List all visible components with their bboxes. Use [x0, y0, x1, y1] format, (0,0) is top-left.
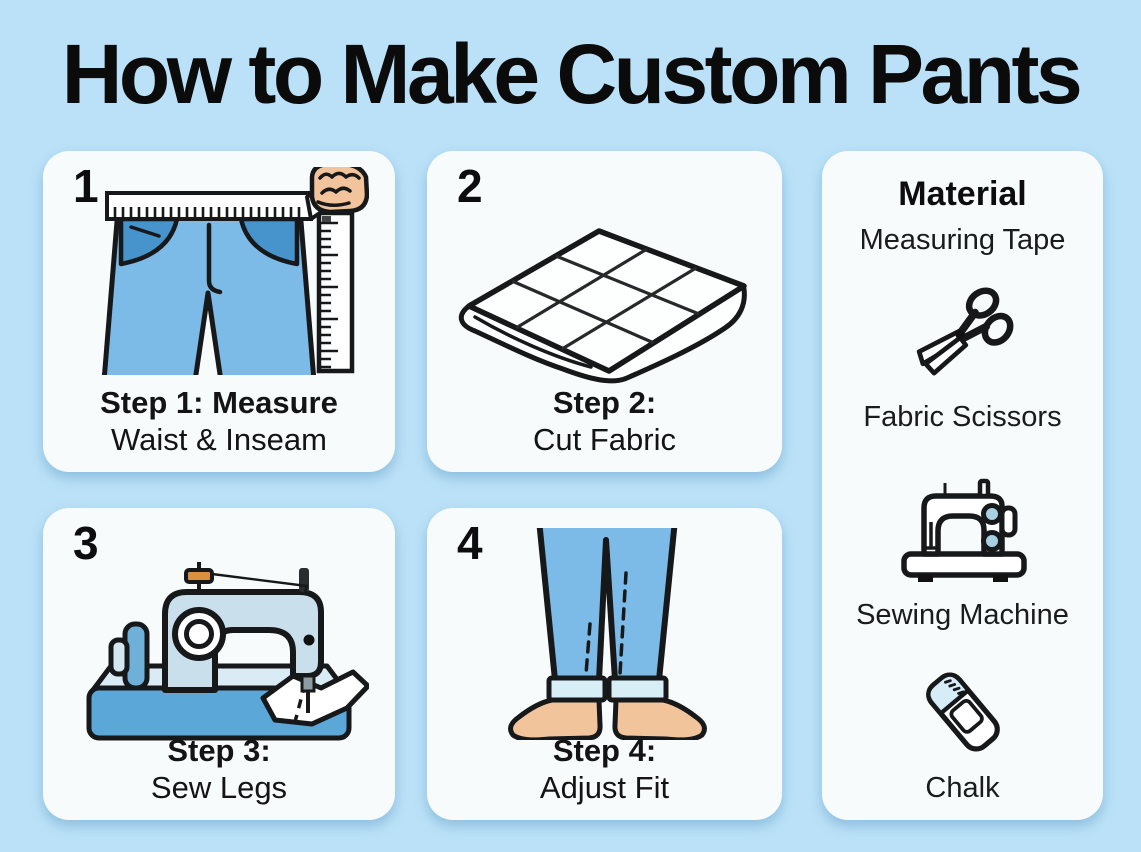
pant-legs-illustration	[455, 528, 755, 740]
step-caption-regular: Cut Fabric	[533, 422, 676, 457]
step-caption-bold: Step 2:	[552, 385, 657, 420]
step-card-2: 2 Step 2: Cut Fabric	[427, 151, 782, 472]
step-caption-regular: Waist & Inseam	[111, 422, 327, 457]
step-caption-bold: Step 1: Measure	[100, 385, 338, 420]
material-item-measuring-tape: Measuring Tape	[859, 224, 1066, 256]
material-item-fabric-scissors: Fabric Scissors	[863, 401, 1062, 433]
material-item-chalk: Chalk	[925, 772, 1000, 804]
scissors-icon	[907, 277, 1019, 389]
step-caption: Step 1: Measure Waist & Inseam	[43, 384, 395, 458]
folded-fabric-icon	[458, 228, 747, 384]
sewing-machine-large-icon	[86, 562, 369, 741]
pants-measurement-illustration	[69, 167, 369, 375]
step-caption-regular: Sew Legs	[150, 770, 288, 805]
sewing-machine-icon	[888, 470, 1038, 585]
step-number: 1	[73, 160, 99, 212]
step-caption: Step 4: Adjust Fit	[427, 732, 782, 806]
step-caption-bold: Step 3:	[167, 733, 271, 768]
step-caption-bold: Step 4:	[552, 733, 657, 768]
step-number: 2	[457, 160, 483, 212]
step-card-1: 1	[43, 151, 395, 472]
pant-legs-fit-icon	[508, 528, 707, 740]
pants-waist-measurement-icon	[101, 167, 369, 375]
material-card: Material Measuring Tape Fabric Scissors	[822, 151, 1103, 820]
step-number: 3	[73, 517, 99, 569]
step-caption: Step 2: Cut Fabric	[427, 384, 782, 458]
chalk-icon	[911, 660, 1015, 764]
step-card-4: 4 Step 4: Adjust Fit	[427, 508, 782, 820]
step-number: 4	[457, 517, 483, 569]
material-item-sewing-machine: Sewing Machine	[856, 599, 1069, 631]
sewing-machine-illustration	[69, 538, 369, 743]
folded-fabric-illustration	[449, 201, 759, 391]
step-card-3: 3	[43, 508, 395, 820]
page-title: How to Make Custom Pants	[61, 27, 1083, 121]
step-caption-regular: Adjust Fit	[539, 770, 670, 805]
material-heading: Material	[898, 175, 1027, 213]
step-caption: Step 3: Sew Legs	[43, 732, 395, 806]
